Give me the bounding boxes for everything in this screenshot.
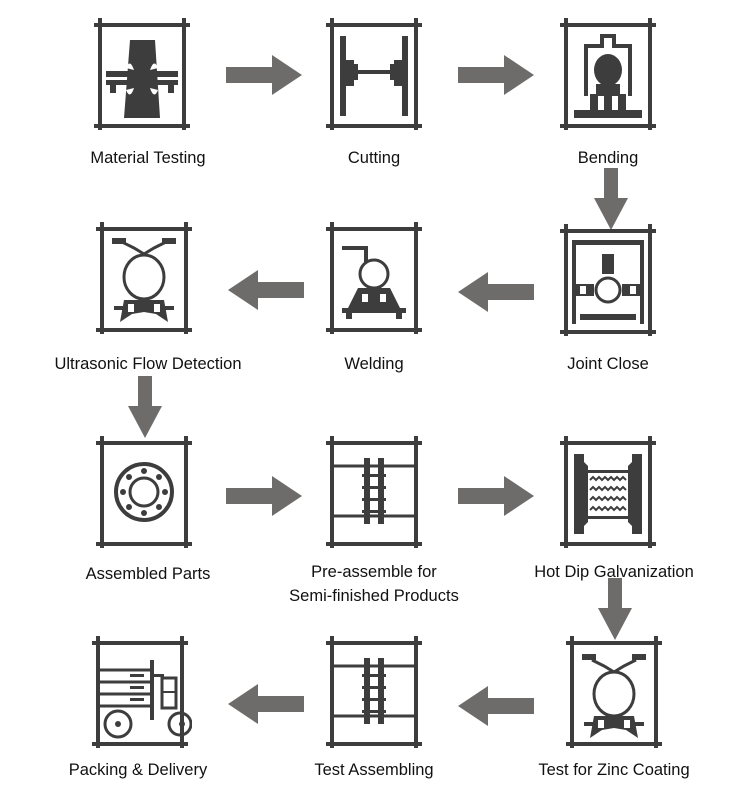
packing-delivery-icon bbox=[88, 636, 192, 748]
arrow-down-2 bbox=[128, 376, 162, 438]
arrow-right-3 bbox=[226, 476, 302, 516]
step-label-packing-delivery: Packing & Delivery bbox=[68, 761, 208, 779]
pre-assemble-icon bbox=[322, 436, 426, 548]
welding-icon bbox=[322, 222, 426, 334]
arrow-left-4 bbox=[458, 686, 534, 726]
joint-close-icon bbox=[556, 224, 660, 336]
step-label-cutting: Cutting bbox=[347, 149, 401, 167]
step-label-test-assembling: Test Assembling bbox=[314, 761, 434, 779]
assembled-parts-icon bbox=[92, 436, 196, 548]
step-label-welding: Welding bbox=[344, 355, 404, 373]
material-testing-icon bbox=[90, 18, 194, 130]
step-label-joint-close: Joint Close bbox=[567, 355, 649, 373]
bending-icon bbox=[556, 18, 660, 130]
step-label-pre-assemble-line1: Pre-assemble for bbox=[311, 563, 437, 581]
arrow-right-4 bbox=[458, 476, 534, 516]
arrow-left-2 bbox=[458, 272, 534, 312]
step-label-bending: Bending bbox=[577, 149, 639, 167]
step-label-zinc-coating-test: Test for Zinc Coating bbox=[538, 761, 690, 779]
arrow-left-1 bbox=[228, 270, 304, 310]
arrow-down-1 bbox=[594, 168, 628, 230]
step-label-galvanization: Hot Dip Galvanization bbox=[534, 563, 694, 581]
arrow-right-2 bbox=[458, 55, 534, 95]
step-label-material-testing: Material Testing bbox=[90, 149, 206, 167]
arrow-right-1 bbox=[226, 55, 302, 95]
zinc-coating-test-icon bbox=[562, 636, 666, 748]
galvanization-icon bbox=[556, 436, 660, 548]
cutting-icon bbox=[322, 18, 426, 130]
test-assembling-icon bbox=[322, 636, 426, 748]
arrow-down-3 bbox=[598, 578, 632, 640]
step-label-assembled-parts: Assembled Parts bbox=[85, 565, 211, 583]
step-label-ultrasonic-detection: Ultrasonic Flow Detection bbox=[54, 355, 242, 373]
step-label-pre-assemble-line2: Semi-finished Products bbox=[289, 587, 459, 605]
ultrasonic-detection-icon bbox=[92, 222, 196, 334]
arrow-left-3 bbox=[228, 684, 304, 724]
